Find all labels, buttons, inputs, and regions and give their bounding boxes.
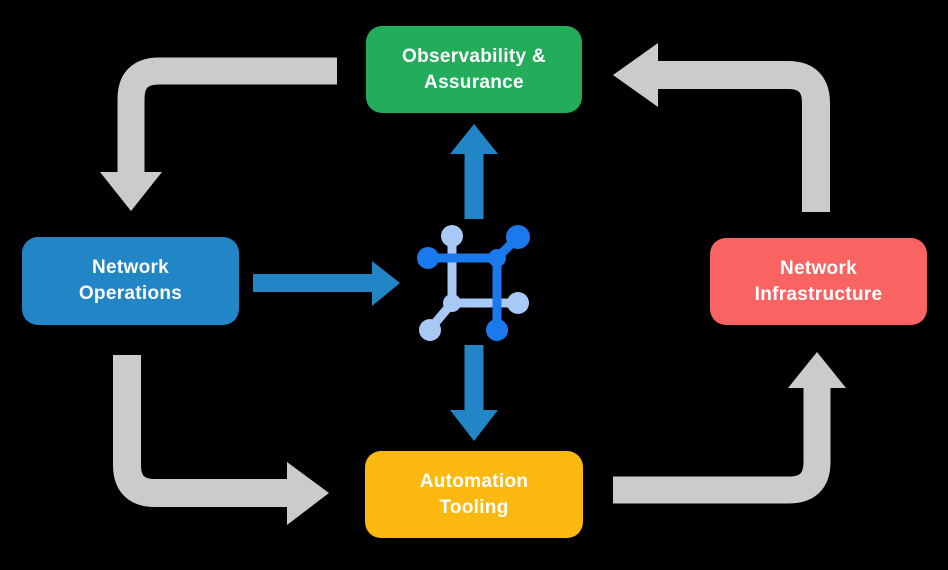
- box-network-operations-label: Network Operations: [78, 257, 183, 304]
- box-network-operations: Network Operations: [22, 237, 239, 325]
- flow-arrow-infrastructure-to-observability: [613, 43, 830, 212]
- arrow-center-to-observability: [450, 124, 498, 219]
- box-network-infrastructure: Network Infrastructure: [710, 238, 927, 325]
- box-observability-assurance-label: Observability & Assurance: [402, 45, 546, 93]
- flow-arrow-observability-to-operations: [100, 57, 337, 211]
- box-observability-assurance: Observability & Assurance: [366, 26, 582, 113]
- box-automation-tooling: Automation Tooling: [365, 451, 583, 538]
- box-automation-tooling-label: Automation Tooling: [419, 470, 529, 518]
- network-mesh-icon-dark-part: [417, 225, 530, 341]
- arrow-center-to-automation: [450, 345, 498, 441]
- box-network-infrastructure-label: Network Infrastructure: [754, 257, 883, 305]
- flow-arrow-automation-to-infrastructure: [613, 352, 846, 504]
- arrow-operations-to-center: [253, 261, 400, 306]
- network-mesh-icon: [417, 225, 530, 341]
- flow-arrow-operations-to-automation: [113, 355, 329, 525]
